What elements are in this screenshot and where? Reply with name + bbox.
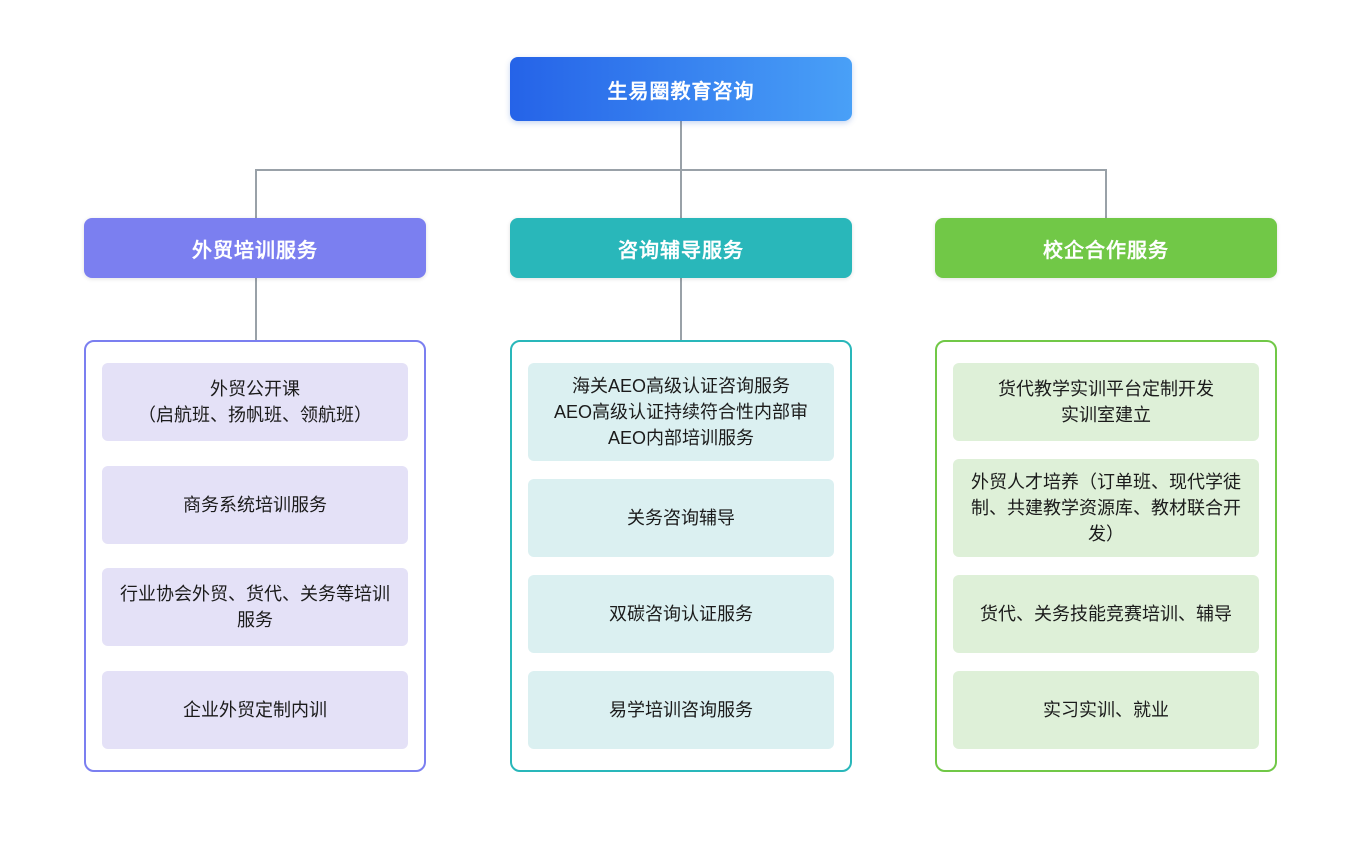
branch-panel-trade-training: 外贸公开课 （启航班、扬帆班、领航班） 商务系统培训服务 行业协会外贸、货代、关… bbox=[84, 340, 426, 772]
service-item: 外贸人才培养（订单班、现代学徒制、共建教学资源库、教材联合开发） bbox=[953, 459, 1259, 557]
service-item: 企业外贸定制内训 bbox=[102, 670, 408, 749]
branch-header-school-enterprise: 校企合作服务 bbox=[935, 218, 1277, 278]
service-item: 货代、关务技能竞赛培训、辅导 bbox=[953, 575, 1259, 653]
branch-panel-school-enterprise: 货代教学实训平台定制开发 实训室建立 外贸人才培养（订单班、现代学徒制、共建教学… bbox=[935, 340, 1277, 772]
branch-column-trade-training: 外贸培训服务 外贸公开课 （启航班、扬帆班、领航班） 商务系统培训服务 行业协会… bbox=[84, 218, 426, 772]
connector-root-riser bbox=[680, 121, 682, 169]
service-item: 双碳咨询认证服务 bbox=[528, 575, 834, 653]
branch-panel-consulting: 海关AEO高级认证咨询服务 AEO高级认证持续符合性内部审 AEO内部培训服务 … bbox=[510, 340, 852, 772]
service-item: 关务咨询辅导 bbox=[528, 479, 834, 557]
service-item: 行业协会外贸、货代、关务等培训服务 bbox=[102, 568, 408, 647]
branch-header-trade-training: 外贸培训服务 bbox=[84, 218, 426, 278]
branch-header-consulting: 咨询辅导服务 bbox=[510, 218, 852, 278]
service-item: 实习实训、就业 bbox=[953, 671, 1259, 749]
service-item: 货代教学实训平台定制开发 实训室建立 bbox=[953, 363, 1259, 441]
connector-header-panel-1 bbox=[255, 278, 257, 340]
connector-drop-branch-2 bbox=[680, 169, 682, 218]
branch-column-consulting: 咨询辅导服务 海关AEO高级认证咨询服务 AEO高级认证持续符合性内部审 AEO… bbox=[510, 218, 852, 772]
root-node: 生易圈教育咨询 bbox=[510, 57, 852, 121]
service-item: 外贸公开课 （启航班、扬帆班、领航班） bbox=[102, 363, 408, 441]
service-item: 商务系统培训服务 bbox=[102, 465, 408, 544]
service-item: 易学培训咨询服务 bbox=[528, 671, 834, 749]
connector-drop-branch-1 bbox=[255, 169, 257, 218]
connector-drop-branch-3 bbox=[1105, 169, 1107, 218]
branch-header-label: 外贸培训服务 bbox=[192, 239, 318, 262]
root-node-label: 生易圈教育咨询 bbox=[607, 80, 755, 103]
service-item: 海关AEO高级认证咨询服务 AEO高级认证持续符合性内部审 AEO内部培训服务 bbox=[528, 363, 834, 461]
branch-header-label: 咨询辅导服务 bbox=[618, 239, 744, 262]
branch-column-school-enterprise: 校企合作服务 货代教学实训平台定制开发 实训室建立 外贸人才培养（订单班、现代学… bbox=[935, 218, 1277, 772]
branch-header-label: 校企合作服务 bbox=[1043, 239, 1169, 262]
connector-header-panel-2 bbox=[680, 278, 682, 340]
